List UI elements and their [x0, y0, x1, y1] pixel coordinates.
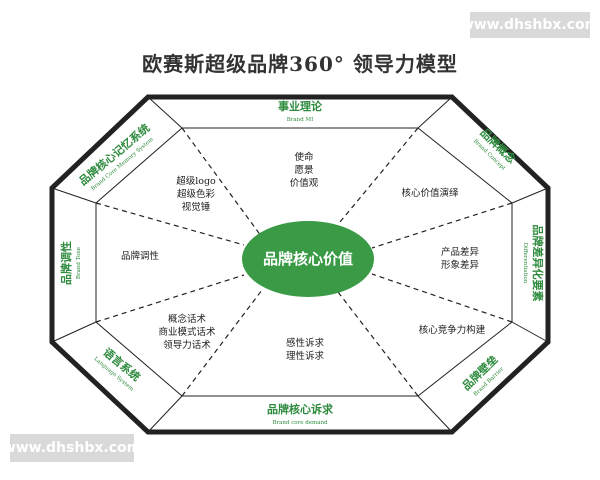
- core-label: 品牌核心价值: [263, 250, 353, 268]
- inner-bottom-left-line-2: 商业模式话术: [158, 326, 216, 338]
- section-left-cn: 品牌调性: [59, 241, 73, 285]
- core-ellipse: [242, 221, 374, 297]
- inner-top-left-line-2: 超级色彩: [177, 188, 216, 200]
- section-right-cn: 品牌差异化要素: [531, 225, 545, 302]
- section-top-cn: 事业理论: [278, 99, 323, 113]
- inner-bottom-line-2: 理性诉求: [286, 350, 325, 362]
- section-bottom-en: Brand core demand: [272, 420, 328, 426]
- diagram-title: 欧赛斯超级品牌360° 领导力模型: [142, 52, 458, 76]
- radial-dashed-lines: [95, 127, 513, 397]
- section-bottom-cn: 品牌核心诉求: [267, 402, 334, 416]
- inner-top-right-line-1: 核心价值演绎: [401, 187, 459, 199]
- inner-top-left-line-1: 超级logo: [176, 175, 216, 187]
- inner-bottom-right-line-1: 核心竞争力构建: [419, 324, 486, 336]
- inner-top-left-line-3: 视觉锤: [182, 201, 211, 213]
- inner-right-line-1: 产品差异: [441, 246, 480, 258]
- inner-top-line-1: 使命: [294, 151, 314, 163]
- corner-connectors: [51, 96, 549, 433]
- section-right-en: Differentiation: [522, 243, 528, 284]
- watermark-bottom: www.dhshbx.com: [3, 434, 141, 462]
- watermark-top: www.dhshbx.com: [461, 12, 599, 38]
- section-top-en: Brand MI: [287, 117, 314, 123]
- inner-right-line-2: 形象差异: [441, 259, 480, 271]
- inner-bottom-left-line-3: 领导力话术: [163, 339, 211, 351]
- section-left-en: Brand Tone: [76, 247, 82, 279]
- inner-left-line-1: 品牌调性: [121, 250, 160, 262]
- inner-bottom-left-line-1: 概念话术: [168, 313, 207, 325]
- inner-top-line-2: 愿景: [294, 165, 313, 176]
- inner-top-line-3: 价值观: [290, 177, 319, 189]
- inner-bottom-line-1: 感性诉求: [286, 337, 325, 349]
